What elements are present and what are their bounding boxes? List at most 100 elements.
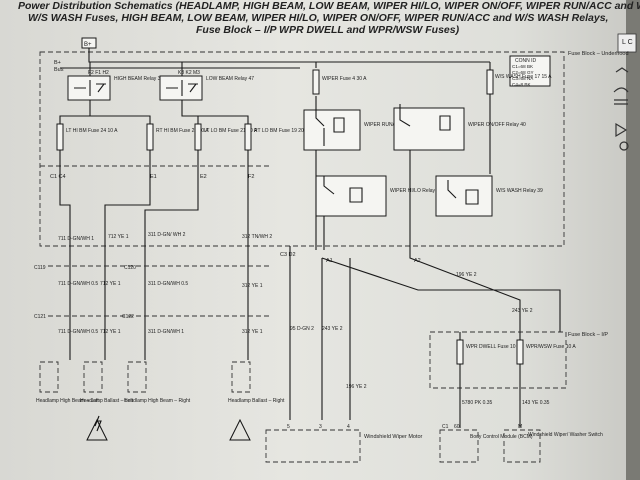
ws-wash-relay-contacts bbox=[447, 180, 479, 205]
margin-icon-1 bbox=[615, 67, 629, 73]
wire-label: 95 D-GN 2 bbox=[290, 326, 314, 332]
connector-c121: C121 bbox=[34, 314, 46, 320]
title-line-3: Fuse Block – I/P WPR DWELL and WPR/WSW F… bbox=[196, 24, 460, 36]
conn-id-row: C4=8 BK bbox=[512, 82, 531, 87]
bcm-label: Body Control Module (BCM) bbox=[470, 434, 533, 440]
headlamp-high-right bbox=[127, 361, 147, 393]
conn-id-box bbox=[509, 55, 551, 87]
ws-wash-fuse bbox=[486, 69, 494, 95]
wiper-hilo-relay-label: WIPER HI/LO Relay 41 bbox=[390, 188, 442, 194]
wiper-onoff-relay-contacts bbox=[399, 104, 451, 131]
wiper-run-relay bbox=[303, 109, 361, 151]
wire-label: 243 YE 2 bbox=[322, 326, 343, 332]
connector-e2: E2 bbox=[200, 174, 207, 180]
connector-c120: C120 bbox=[124, 265, 136, 271]
high-beam-relay-pins: F2 F1 H2 bbox=[88, 70, 109, 76]
wpr-dwell-fuse-label: WPR DWELL Fuse 10 A bbox=[466, 344, 521, 350]
motor-pin: 3 bbox=[319, 424, 322, 430]
fuse-lt-lo bbox=[194, 123, 202, 151]
wire-label: 196 YE 2 bbox=[456, 272, 477, 278]
wiper-onoff-relay bbox=[393, 107, 465, 151]
wiper-harness-2 bbox=[321, 250, 561, 332]
headlamp-high-left-label: Headlamp High Beam – Left bbox=[36, 398, 99, 404]
bcm bbox=[439, 429, 479, 463]
headlamp-loads: Headlamp High Beam – Left Headlamp Balla… bbox=[36, 361, 285, 441]
high-beam-relay-label: HIGH BEAM Relay 36 bbox=[114, 76, 163, 82]
margin-icons bbox=[613, 67, 629, 151]
low-beam-relay-label: LOW BEAM Relay 47 bbox=[206, 76, 254, 82]
switch-pin: M bbox=[518, 424, 522, 430]
connector-c3-d2: C3 D2 bbox=[280, 252, 296, 258]
ws-wash-fuse-label: W/S WASH Fuse 17 15 A bbox=[495, 74, 552, 80]
connector-c1-c4: C1 C4 bbox=[50, 174, 66, 180]
fuse-rt-lo-label: RT LO BM Fuse 19 20 A bbox=[254, 128, 309, 134]
bus-label-2: Bus bbox=[54, 67, 64, 73]
bcm-pin: C1 bbox=[442, 424, 449, 430]
page-binding bbox=[626, 0, 640, 480]
warning-triangle-icon-right bbox=[229, 418, 251, 441]
conn-id-row: C2=68 GY bbox=[512, 70, 534, 75]
connector-f2: F2 bbox=[248, 174, 254, 180]
fuse-lt-hi-label: LT HI BM Fuse 24 10 A bbox=[66, 128, 118, 134]
page-corner-label: L C bbox=[622, 39, 633, 46]
conn-id-row: C1=68 BK bbox=[512, 64, 534, 69]
margin-icon-4 bbox=[615, 122, 628, 138]
ws-wash-relay-label: W/S WASH Relay 39 bbox=[496, 188, 543, 194]
conn-id-title: CONN ID bbox=[515, 58, 537, 64]
wire-label: 312 TN/WH 2 bbox=[242, 234, 272, 240]
fuse-block-ip-outline bbox=[429, 331, 567, 389]
wpr-dwell-fuse bbox=[456, 339, 464, 365]
connector-c122: C122 bbox=[122, 314, 134, 320]
wire-label: 712 YE 1 bbox=[100, 329, 121, 335]
wire-label: 311 D-GN/WH 0.5 bbox=[148, 281, 188, 287]
connector-a1: A1 bbox=[326, 258, 333, 264]
wire-label: 711 D-GN/WH 1 bbox=[58, 236, 94, 242]
headlamp-high-right-label: Headlamp High Beam – Right bbox=[124, 398, 191, 404]
fuse-rt-hi bbox=[146, 123, 154, 151]
ip-fuse-wires bbox=[459, 332, 521, 428]
wire-label: 712 YE 1 bbox=[100, 281, 121, 287]
headlamp-ballast-left-label: Headlamp Ballast – Left bbox=[80, 398, 134, 404]
fuse-block-ip-label: Fuse Block – I/P bbox=[568, 332, 608, 338]
warning-triangle-icon-left bbox=[86, 418, 108, 441]
wire-label: 5780 PK 0.35 bbox=[462, 400, 493, 406]
wiper-fuse bbox=[312, 69, 320, 95]
margin-icon-5 bbox=[619, 141, 629, 151]
fuse-lt-lo-label: LT LO BM Fuse 21 20 A bbox=[204, 128, 258, 134]
motor-pin: 5 bbox=[287, 424, 290, 430]
margin-icon-2 bbox=[613, 87, 629, 93]
wpr-wsw-fuse-label: WPR/WSW Fuse 10 A bbox=[526, 344, 576, 350]
ww-switch bbox=[503, 429, 541, 463]
fuse-rt-hi-label: RT HI BM Fuse 23 10 A bbox=[156, 128, 209, 134]
wire-label: 312 YE 1 bbox=[242, 329, 263, 335]
fuse-block-underhood-outline bbox=[39, 51, 565, 247]
connector-e1: E1 bbox=[150, 174, 157, 180]
wire-label: 311 D-GN/ WH 2 bbox=[148, 232, 186, 238]
fuse-lt-hi bbox=[56, 123, 64, 151]
headlamp-fuses: LT HI BM Fuse 24 10 A RT HI BM Fuse 23 1… bbox=[56, 123, 309, 151]
battery-label: B+ bbox=[84, 42, 92, 48]
warning-icon-left bbox=[94, 415, 102, 432]
headlamp-ballast-right-label: Headlamp Ballast – Right bbox=[228, 398, 285, 404]
main-bus bbox=[60, 48, 490, 69]
wire-label: 243 YE 2 bbox=[512, 308, 533, 314]
high-beam-relay-coil bbox=[74, 80, 106, 96]
wire-label: 143 YE 0.35 bbox=[522, 400, 550, 406]
wire-label: 196 YE 2 bbox=[346, 384, 367, 390]
fuse-rt-lo bbox=[244, 123, 252, 151]
high-beam-wires bbox=[59, 62, 151, 124]
title-line-2: W/S WASH Fuses, HIGH BEAM, LOW BEAM, WIP… bbox=[28, 12, 609, 24]
wiper-motor bbox=[265, 429, 361, 463]
headlamp-ballast-right bbox=[231, 361, 251, 393]
headlamp-harness bbox=[59, 150, 249, 360]
motor-pin: 4 bbox=[347, 424, 350, 430]
wire-label: 711 D-GN/WH 0.5 bbox=[58, 281, 98, 287]
wire-label: 312 YE 1 bbox=[242, 283, 263, 289]
wpr-wsw-fuse bbox=[516, 339, 524, 365]
wiper-hilo-relay bbox=[315, 175, 387, 217]
conn-id-row: C3=68 NA bbox=[512, 76, 534, 81]
wire-label: 712 YE 1 bbox=[108, 234, 129, 240]
wiper-run-relay-contacts bbox=[315, 104, 345, 146]
